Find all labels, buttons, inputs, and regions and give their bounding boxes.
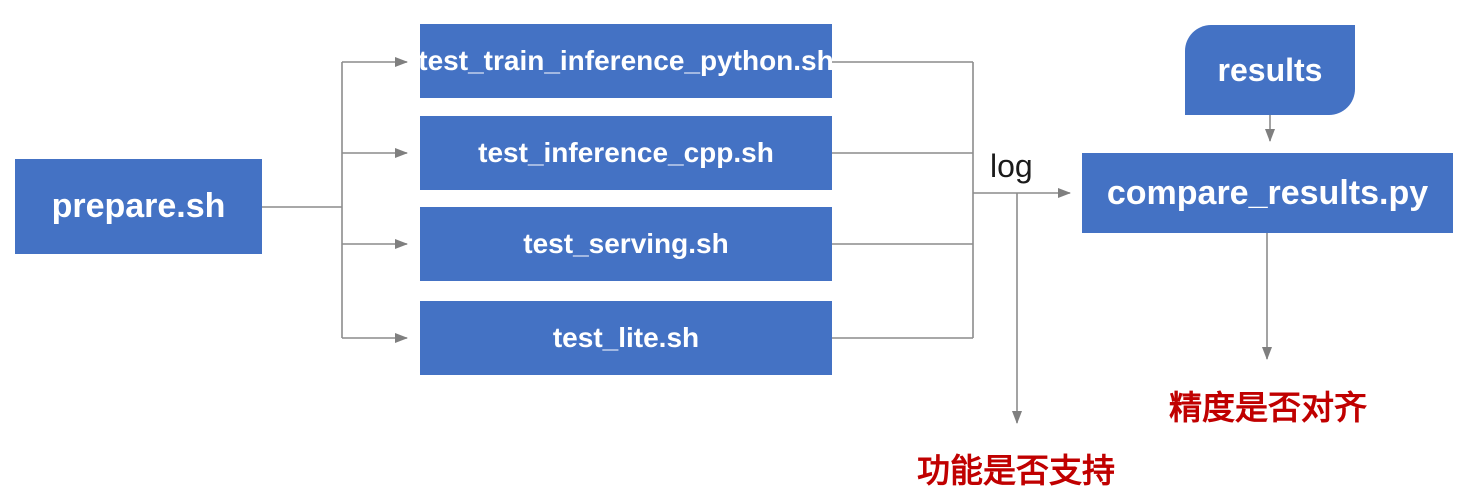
node-results-label: results <box>1217 51 1323 88</box>
function-support-label: 功能是否支持 <box>917 452 1115 489</box>
node-test-train-inference-python-sh-label: test_train_inference_python.sh <box>418 45 834 76</box>
node-results: results <box>1185 25 1355 115</box>
log-label: log <box>990 148 1033 184</box>
node-test-lite-sh-label: test_lite.sh <box>552 322 700 353</box>
node-test-inference-cpp-sh-label: test_inference_cpp.sh <box>478 137 774 168</box>
node-test-lite-sh: test_lite.sh <box>420 301 832 375</box>
node-test-serving-sh: test_serving.sh <box>420 207 832 281</box>
node-prepare-sh-label: prepare.sh <box>51 187 226 225</box>
node-prepare-sh: prepare.sh <box>15 159 262 254</box>
precision-align-label: 精度是否对齐 <box>1169 389 1367 426</box>
node-compare-results-py-label: compare_results.py <box>1106 173 1429 212</box>
node-test-inference-cpp-sh: test_inference_cpp.sh <box>420 116 832 190</box>
node-test-train-inference-python-sh: test_train_inference_python.sh <box>418 24 834 98</box>
node-test-serving-sh-label: test_serving.sh <box>523 228 729 259</box>
node-compare-results-py: compare_results.py <box>1082 153 1453 233</box>
